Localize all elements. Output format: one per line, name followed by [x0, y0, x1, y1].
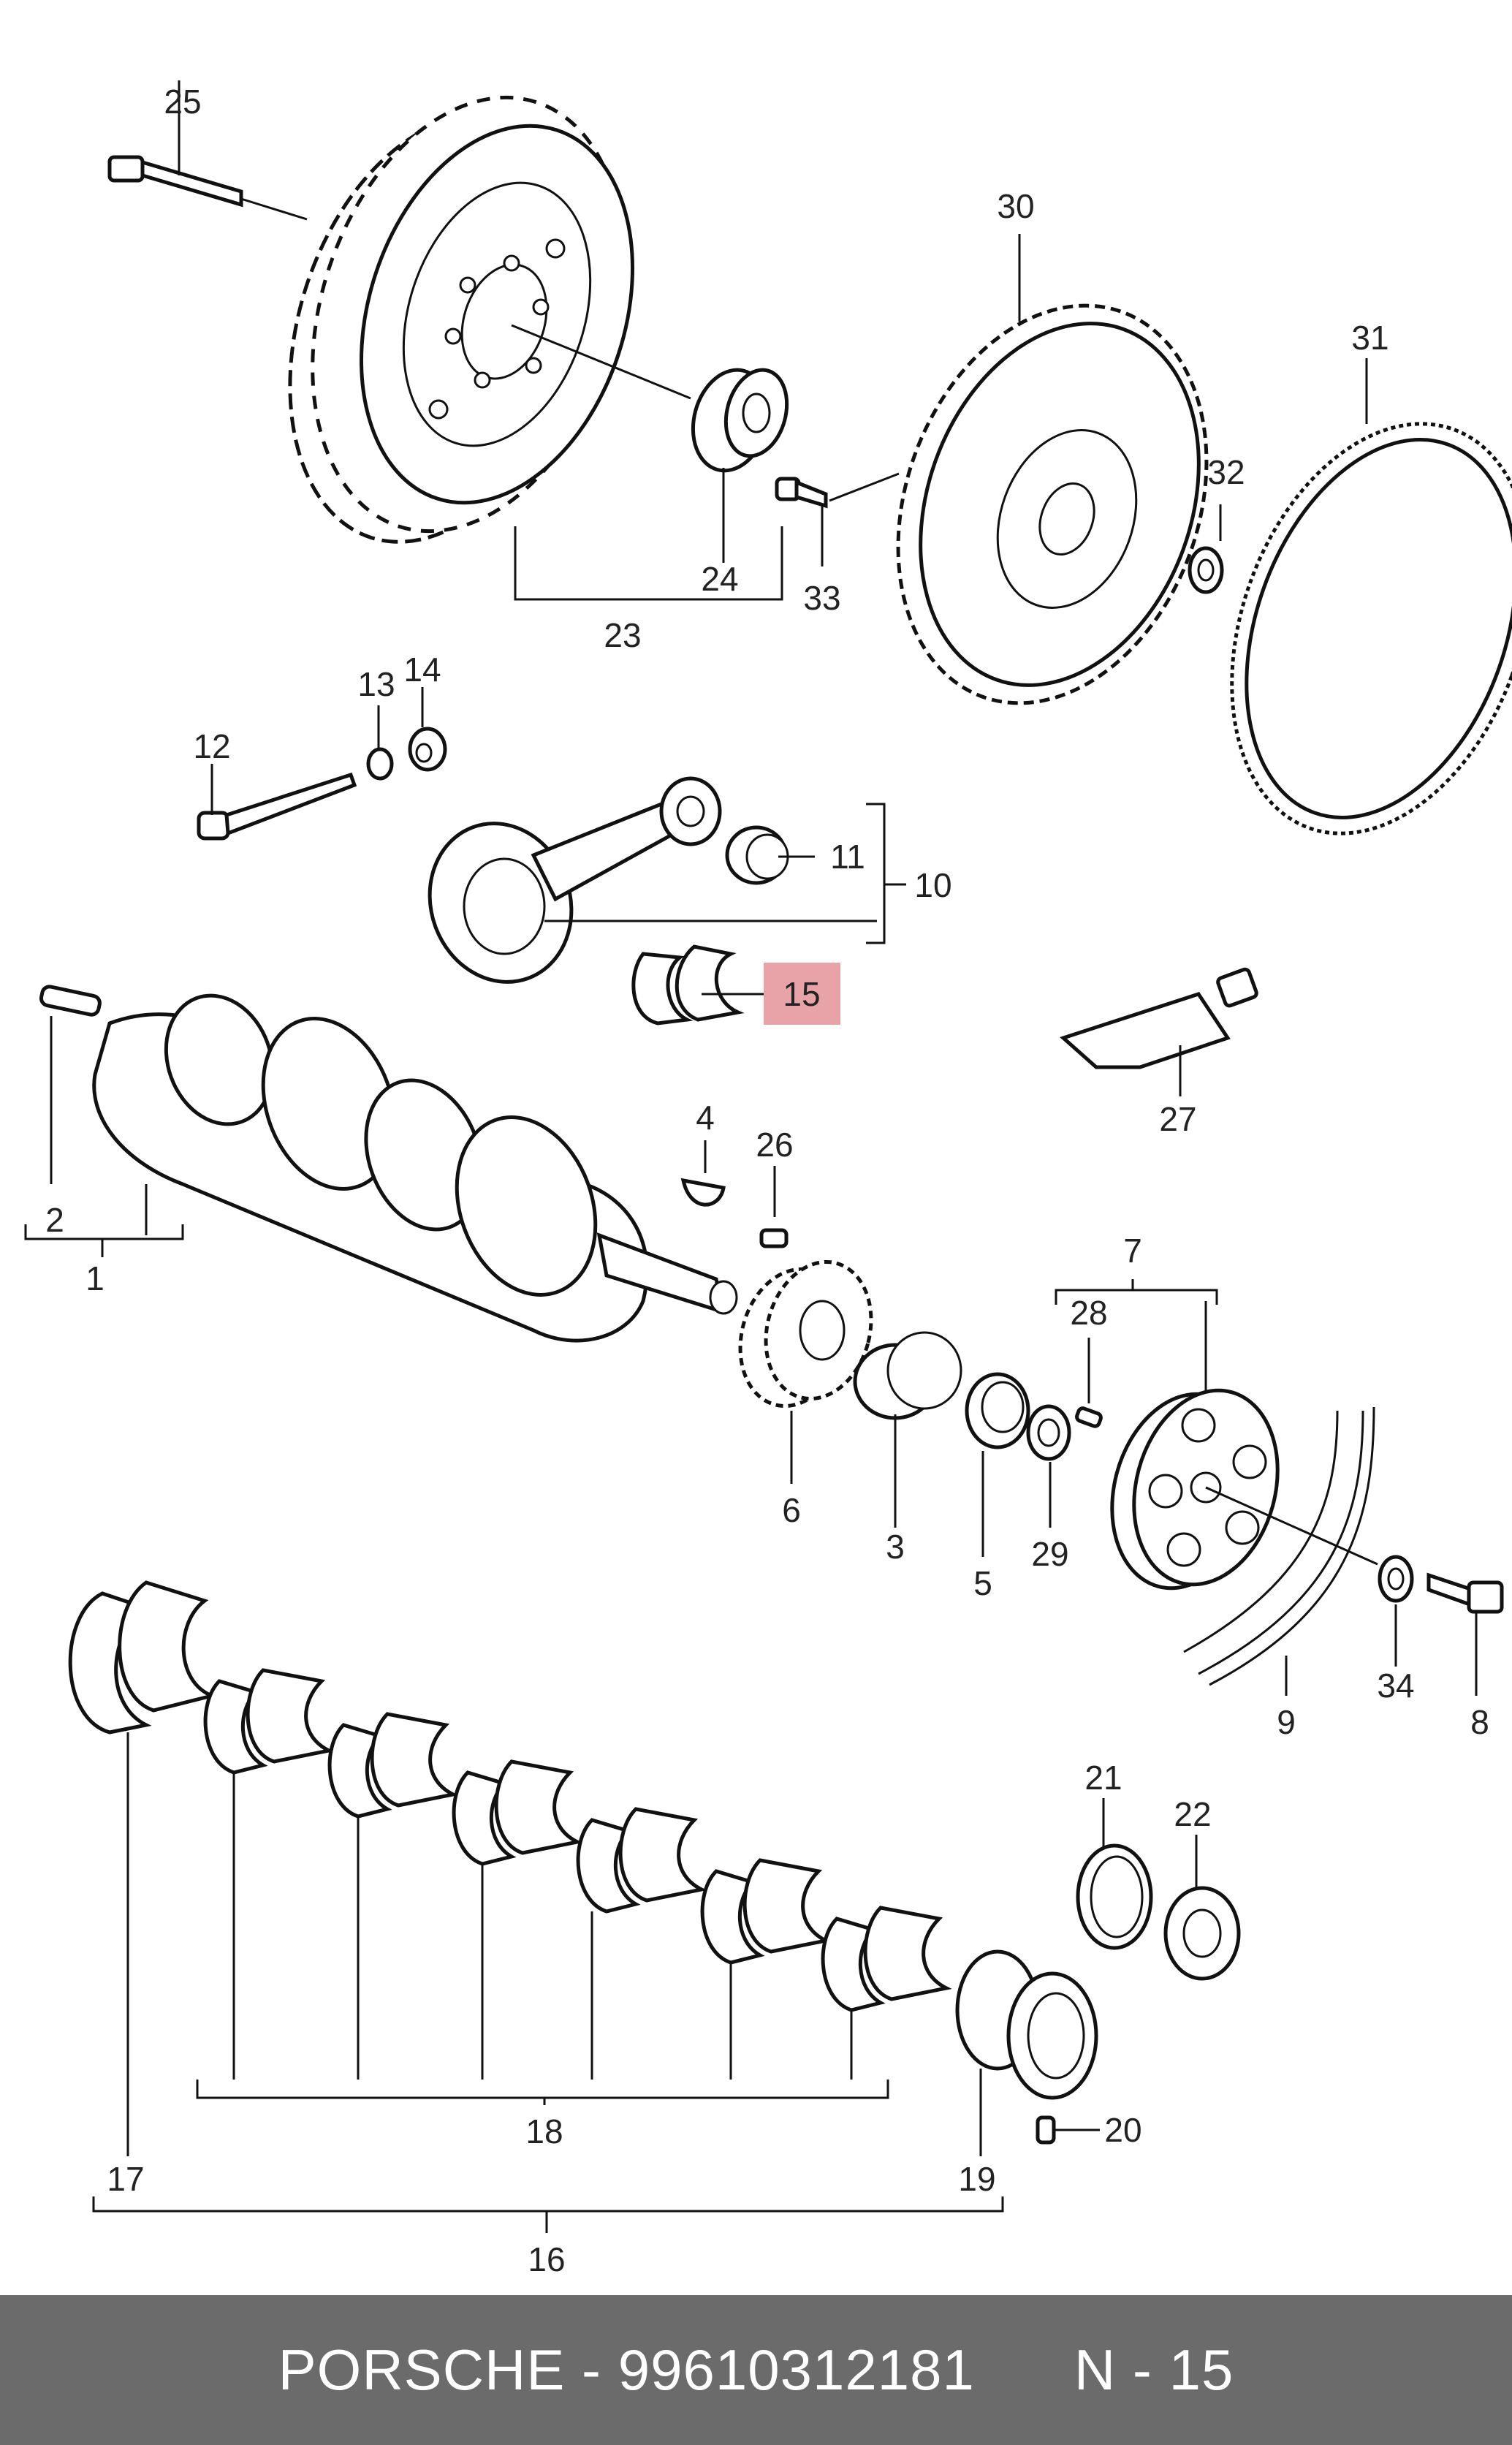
o-ring-21 — [1076, 1798, 1153, 1950]
woodruff-key-4 — [680, 1140, 726, 1207]
callout-33: 33 — [803, 579, 840, 617]
callout-4: 4 — [696, 1099, 715, 1137]
seal-22 — [1163, 1835, 1241, 1981]
callout-15: 15 — [783, 975, 820, 1013]
pilot-bearing-24 — [691, 368, 789, 563]
pin-20 — [1036, 2115, 1100, 2145]
callout-23: 23 — [604, 616, 641, 654]
ring-gear-31 — [1230, 358, 1512, 835]
sealant-tube-27 — [1060, 967, 1258, 1096]
callout-21: 21 — [1084, 1759, 1122, 1797]
main-bearing-17 — [68, 1580, 219, 2156]
callout-30: 30 — [997, 187, 1034, 225]
callout-28: 28 — [1070, 1294, 1107, 1332]
callout-26: 26 — [756, 1126, 793, 1164]
callout-32: 32 — [1207, 453, 1245, 491]
dual-mass-flywheel — [288, 95, 691, 544]
snap-ring-5 — [965, 1372, 1030, 1557]
bolt-25 — [107, 80, 308, 221]
callout-9: 9 — [1277, 1703, 1296, 1741]
callout-11: 11 — [830, 838, 865, 876]
callout-19: 19 — [958, 2160, 995, 2198]
dowel-pin-2 — [39, 985, 102, 1184]
callout-34: 34 — [1377, 1667, 1414, 1705]
callout-10: 10 — [914, 866, 951, 904]
callout-2: 2 — [45, 1201, 64, 1239]
bolt-8 — [1426, 1572, 1504, 1696]
bolt-33 — [775, 472, 900, 566]
callout-14: 14 — [403, 651, 441, 689]
callout-29: 29 — [1031, 1535, 1068, 1573]
caption-bar: PORSCHE - 99610312181 N - 15 — [0, 2295, 1512, 2445]
bolt-12 — [197, 764, 357, 841]
part-number: 99610312181 — [618, 2338, 975, 2402]
callout-12: 12 — [193, 727, 230, 765]
bearing-32 — [1188, 504, 1224, 594]
callout-5: 5 — [973, 1564, 992, 1602]
callout-3: 3 — [886, 1528, 905, 1566]
callout-22: 22 — [1174, 1795, 1211, 1833]
callout-24: 24 — [701, 560, 738, 598]
washer-34 — [1378, 1555, 1414, 1667]
ref-number: 15 — [1169, 2338, 1234, 2402]
crankshaft-1 — [92, 993, 738, 1343]
highlight-box-15 — [764, 963, 840, 1025]
callout-20: 20 — [1104, 2111, 1141, 2149]
brand-name: PORSCHE — [278, 2338, 566, 2402]
drive-belt-9 — [1183, 1406, 1375, 1696]
callout-7: 7 — [1123, 1232, 1142, 1270]
pin-28 — [1075, 1338, 1103, 1428]
callout-25: 25 — [164, 83, 201, 121]
callout-1: 1 — [86, 1259, 105, 1297]
callout-6: 6 — [782, 1491, 801, 1529]
rod-bearing-15 — [631, 944, 764, 1026]
ref-prefix: N - — [1074, 2338, 1169, 2402]
callout-16: 16 — [528, 2240, 565, 2278]
callout-31: 31 — [1351, 319, 1388, 357]
connecting-rod-10 — [428, 776, 877, 984]
callout-27: 27 — [1159, 1100, 1196, 1138]
washer-29 — [1026, 1404, 1071, 1528]
exploded-parts-diagram: 25 30 31 32 24 33 23 13 14 12 11 10 15 2… — [24, 80, 1512, 2278]
pin-26 — [759, 1166, 789, 1248]
callout-13: 13 — [357, 665, 395, 703]
pulley-7 — [1110, 1301, 1378, 1591]
caption-text: PORSCHE - 99610312181 N - 15 — [0, 2295, 1512, 2445]
callout-labels: 25 30 31 32 24 33 23 13 14 12 11 10 15 2… — [45, 83, 1489, 2278]
washer-13 — [366, 705, 394, 781]
sleeve-3 — [853, 1331, 962, 1528]
main-bearings-18 — [203, 1668, 952, 2080]
nut-14 — [408, 687, 447, 772]
caption-gap — [975, 2337, 1074, 2403]
flywheel-30 — [896, 234, 1209, 705]
caption-separator: - — [565, 2338, 618, 2402]
thrust-bearing-19 — [955, 1949, 1098, 2156]
callout-18: 18 — [525, 2112, 563, 2150]
bushing-11 — [725, 825, 815, 885]
callout-17: 17 — [107, 2160, 144, 2198]
gear-6 — [738, 1259, 873, 1484]
callout-8: 8 — [1470, 1703, 1489, 1741]
